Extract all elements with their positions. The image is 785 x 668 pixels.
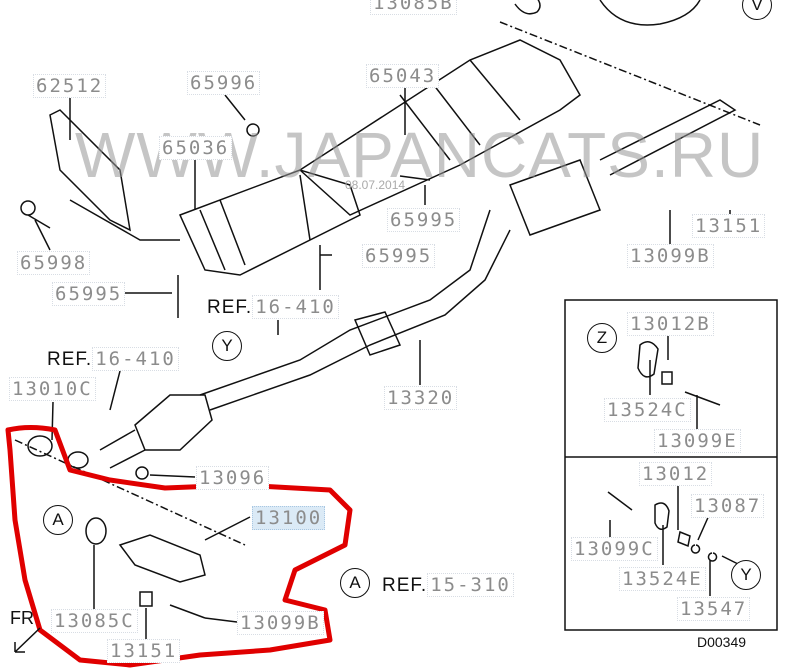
ref-prefix: REF. (207, 297, 253, 318)
callout-13012[interactable]: 13012 (639, 462, 713, 486)
callout-65043[interactable]: 65043 (366, 64, 440, 88)
callout-13524e[interactable]: 13524E (619, 567, 706, 591)
callout-13096[interactable]: 13096 (196, 466, 270, 490)
heat-shield-65043 (298, 39, 581, 216)
callout-65995-c[interactable]: 65995 (52, 282, 126, 306)
highlight-outline (5, 425, 353, 668)
pipe-front (599, 99, 737, 176)
callout-13099b-b[interactable]: 13099B (237, 611, 324, 635)
resonator (509, 159, 601, 236)
reference-16-410-a[interactable]: REF.16-410 (207, 295, 339, 319)
ref-prefix: REF. (47, 349, 93, 370)
callout-13547[interactable]: 13547 (677, 597, 751, 621)
callout-65995-a[interactable]: 65995 (387, 208, 461, 232)
gasket-13010c (27, 435, 53, 457)
callout-65036[interactable]: 65036 (159, 136, 233, 160)
pipe-13320 (199, 209, 511, 411)
callout-65998[interactable]: 65998 (17, 251, 91, 275)
front-arrow-icon (14, 627, 41, 653)
callout-65995-b[interactable]: 65995 (362, 244, 436, 268)
bracket-62512 (49, 109, 131, 232)
dash-line (499, 21, 761, 126)
date-stamp: 08.07.2014 (345, 178, 406, 192)
ref-code[interactable]: 16-410 (252, 295, 339, 319)
flange-pipe-13100 (118, 534, 206, 583)
callout-13085b[interactable]: 13085B (370, 0, 457, 15)
callout-13099b-a[interactable]: 13099B (627, 244, 714, 268)
view-marker-y: Y (212, 331, 242, 361)
callout-13151-b[interactable]: 13151 (107, 639, 181, 663)
reference-16-410-b[interactable]: REF.16-410 (47, 347, 179, 371)
callout-13099c[interactable]: 13099C (571, 537, 658, 561)
diagram-code: D00349 (697, 634, 747, 650)
callout-13087[interactable]: 13087 (691, 494, 765, 518)
bolt-65998 (20, 200, 36, 216)
view-marker-a: A (43, 505, 73, 535)
callout-13010c[interactable]: 13010C (9, 377, 96, 401)
callout-13320[interactable]: 13320 (384, 386, 458, 410)
front-marker: FR (10, 608, 34, 628)
ref-prefix: REF. (382, 575, 428, 596)
ref-code[interactable]: 16-410 (92, 347, 179, 371)
callout-62512[interactable]: 62512 (33, 74, 107, 98)
heat-shield-65036 (178, 169, 361, 276)
hanger-13085b-shape (514, 0, 541, 15)
nut-65996 (246, 123, 260, 137)
view-marker-y-detail: Y (731, 560, 761, 590)
callout-13012b[interactable]: 13012B (627, 312, 714, 336)
callout-13524c[interactable]: 13524C (604, 398, 691, 422)
catalytic-converter (134, 394, 213, 451)
reference-15-310[interactable]: REF.15-310 (382, 573, 514, 597)
callout-13100[interactable]: 13100 (252, 506, 326, 530)
callout-13151-a[interactable]: 13151 (692, 214, 766, 238)
view-marker-z: Z (587, 323, 617, 353)
callout-13099e[interactable]: 13099E (654, 429, 741, 453)
ref-code[interactable]: 15-310 (427, 573, 514, 597)
nut-13096 (135, 466, 149, 480)
view-marker-a-ref: A (340, 568, 370, 598)
ring-13085c (85, 517, 107, 545)
callout-13085c[interactable]: 13085C (51, 609, 138, 633)
detail-box (564, 299, 778, 631)
muffler-top-shape (599, 0, 701, 26)
spring-13151 (139, 591, 153, 607)
callout-65996[interactable]: 65996 (187, 71, 261, 95)
